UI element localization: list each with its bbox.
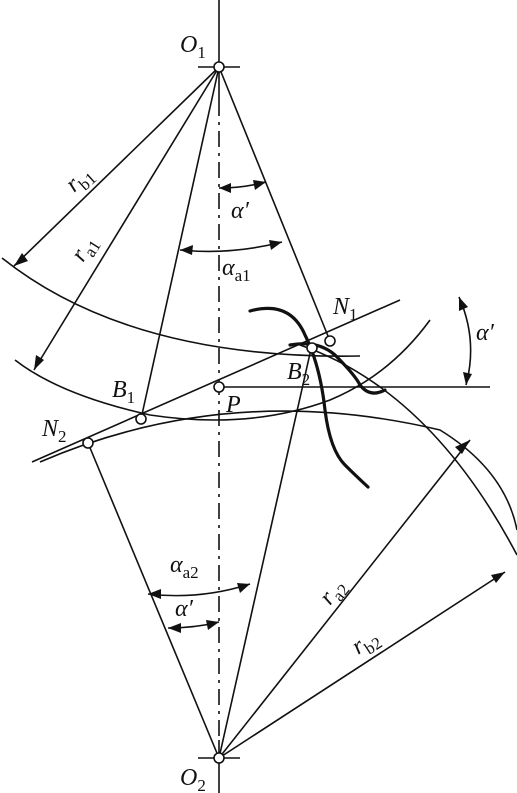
alpha-a2-arc: [147, 583, 251, 597]
point-o1: [213, 61, 225, 73]
o1-to-ra1: [33, 66, 220, 371]
label-alpha-a2: αa2: [170, 552, 199, 582]
point-n2: [82, 437, 94, 449]
o1-to-n1: [218, 66, 331, 342]
label-alpha-a1: αa1: [222, 255, 251, 285]
label-o2: O2: [180, 765, 206, 793]
alpha-prime-bottom-arrow-r: [206, 620, 219, 630]
alpha-prime-top-arrow-r: [253, 180, 266, 190]
alpha-prime-top-arrow-l: [219, 183, 231, 193]
base-circle-1-arc: [1, 257, 361, 357]
o1-to-rb1: [13, 66, 220, 267]
label-alpha-prime-right: α′: [476, 320, 495, 346]
label-p: P: [225, 392, 241, 418]
alpha-a2-arrow-r: [237, 583, 250, 593]
o2-to-ra2: [218, 439, 471, 759]
label-o1: O1: [180, 32, 206, 62]
alpha-prime-bottom-arrow-l: [168, 623, 181, 633]
point-b1: [135, 413, 147, 425]
label-rb1: rb1: [61, 161, 101, 201]
o1-to-b1: [140, 66, 220, 420]
addendum-circle-1-arc: [14, 319, 431, 421]
base-circle-2-arc: [299, 344, 517, 556]
addendum-circle-2-arc: [39, 410, 517, 531]
line-of-action: [31, 299, 401, 463]
o2-to-rb2: [218, 571, 506, 759]
alpha-a2-arrow-l: [148, 589, 161, 599]
alpha-a1-arrow-l: [180, 245, 193, 255]
ra2-arrowhead: [455, 440, 470, 454]
tooth-profile-1: [248, 306, 370, 489]
alpha-a1-arrow-r: [269, 240, 282, 250]
point-p: [213, 381, 225, 393]
rb1-arrowhead: [14, 253, 28, 266]
alpha-prime-right-arrow-t: [459, 297, 468, 311]
rb2-arrowhead: [491, 572, 505, 583]
label-alpha-prime-bottom: α′: [175, 596, 194, 622]
point-b2: [306, 342, 318, 354]
label-b1: B1: [112, 377, 135, 407]
point-n1: [324, 335, 336, 347]
o2-to-n2: [87, 442, 220, 759]
o2-to-b2: [218, 348, 312, 759]
label-n2: N2: [41, 416, 67, 446]
label-b2: B2: [287, 359, 310, 389]
label-n1: N1: [332, 294, 358, 324]
alpha-a1-arc: [179, 241, 283, 253]
label-rb2: rb2: [347, 624, 385, 664]
label-ra2: ra2: [314, 574, 353, 612]
ra1-arrowhead: [34, 355, 44, 370]
point-o2: [213, 752, 225, 764]
label-alpha-prime-top: α′: [231, 198, 250, 224]
alpha-prime-right-arrow-b: [463, 372, 472, 385]
